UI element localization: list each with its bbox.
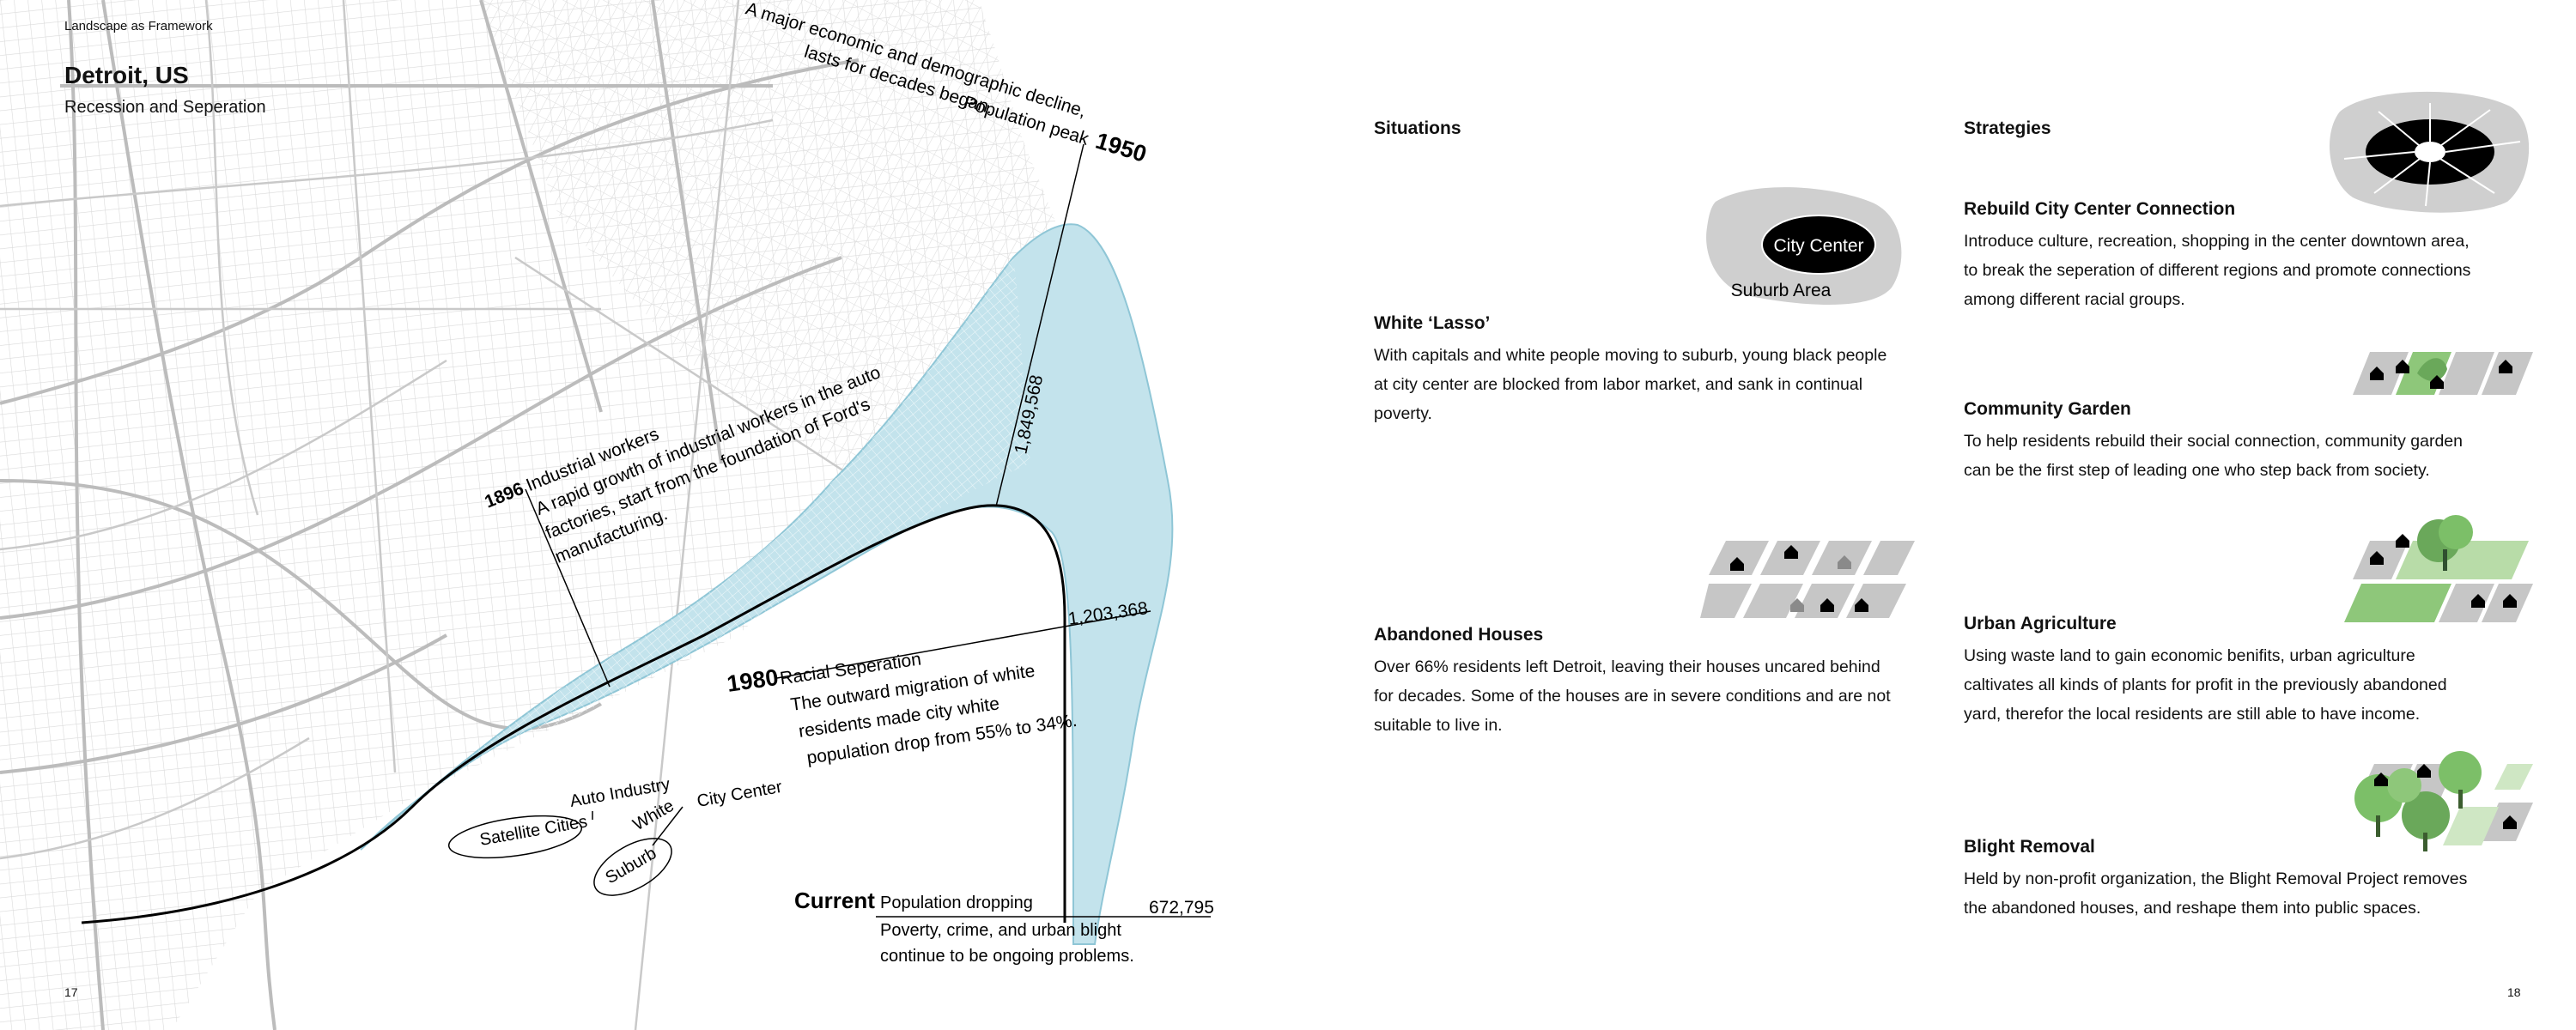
strategies-heading: Strategies <box>1964 118 2051 138</box>
current-line-1: Poverty, crime, and urban blight <box>880 921 1121 940</box>
peak-year: 1950 <box>1093 128 1150 167</box>
page-subtitle: Recession and Seperation <box>64 98 266 117</box>
lasso-diagram: Satellite Cities Auto Industry Suburb Wh… <box>447 775 784 896</box>
white-label: White <box>630 797 677 835</box>
strategy-blight-removal: Blight Removal Held by non-profit organi… <box>1964 837 2513 923</box>
situation-abandoned-houses: Abandoned Houses Over 66% residents left… <box>1374 625 1923 740</box>
map-major-roads <box>0 0 860 1030</box>
situation-white-lasso: White ‘Lasso’ With capitals and white pe… <box>1374 313 1923 428</box>
strategy-community-garden: Community Garden To help residents rebui… <box>1964 399 2513 485</box>
strategy-text: Using waste land to gain economic benifi… <box>1964 646 2447 724</box>
city-center-connection-icon <box>2330 91 2530 213</box>
situations-heading: Situations <box>1374 118 1461 138</box>
satellite-cities-label: Satellite Cities <box>478 812 589 850</box>
city-center-label: City Center <box>696 778 784 811</box>
map-secondary-roads <box>0 0 860 1030</box>
strategy-title: Rebuild City Center Connection <box>1964 199 2236 219</box>
population-curve <box>81 504 1066 924</box>
lasso-suburb-area: Suburb Area <box>1731 281 1832 300</box>
strategy-text: To help residents rebuild their social c… <box>1964 432 2463 480</box>
abandoned-houses-icon <box>1700 541 1915 618</box>
situation-title: Abandoned Houses <box>1374 625 1544 645</box>
strategy-text: Held by non-profit organization, the Bli… <box>1964 869 2468 918</box>
blight-removal-icon <box>2354 751 2533 851</box>
document-header: Landscape as Framework <box>64 19 213 33</box>
situation-text: Over 66% residents left Detroit, leaving… <box>1374 657 1891 735</box>
right-page: Situations Strategies City Center Suburb… <box>1288 0 2576 1030</box>
timeline-leaders <box>525 143 1211 918</box>
situation-title: White ‘Lasso’ <box>1374 313 1491 333</box>
detroit-map: Population peak 1950 A major economic an… <box>0 0 1214 1030</box>
racial-year: 1980 <box>726 664 781 697</box>
page-number-left: 17 <box>64 985 78 999</box>
strategy-urban-agriculture: Urban Agriculture Using waste land to ga… <box>1964 614 2513 729</box>
page-number-right: 18 <box>2507 985 2521 999</box>
situation-text: With capitals and white people moving to… <box>1374 346 1887 423</box>
urban-agriculture-icon <box>2344 515 2533 622</box>
current-line-2: continue to be ongoing problems. <box>880 947 1134 966</box>
strategy-title: Blight Removal <box>1964 837 2095 857</box>
left-page: Population peak 1950 A major economic an… <box>0 0 1214 1030</box>
community-garden-icon <box>2353 352 2533 395</box>
strategy-text: Introduce culture, recreation, shopping … <box>1964 232 2471 309</box>
lasso-city-center: City Center <box>1773 236 1863 256</box>
white-lasso-icon: City Center Suburb Area <box>1706 187 1902 305</box>
strategy-title: Urban Agriculture <box>1964 614 2117 633</box>
strategy-title: Community Garden <box>1964 399 2131 419</box>
racial-annotation: 1980 Racial Seperation The outward migra… <box>726 649 1078 767</box>
page-title: Detroit, US <box>64 62 189 88</box>
current-value: 672,795 <box>1149 898 1214 918</box>
current-label: Current <box>794 888 875 913</box>
current-text: Population dropping <box>880 894 1033 912</box>
strategy-rebuild-center: Rebuild City Center Connection Introduce… <box>1964 199 2513 314</box>
